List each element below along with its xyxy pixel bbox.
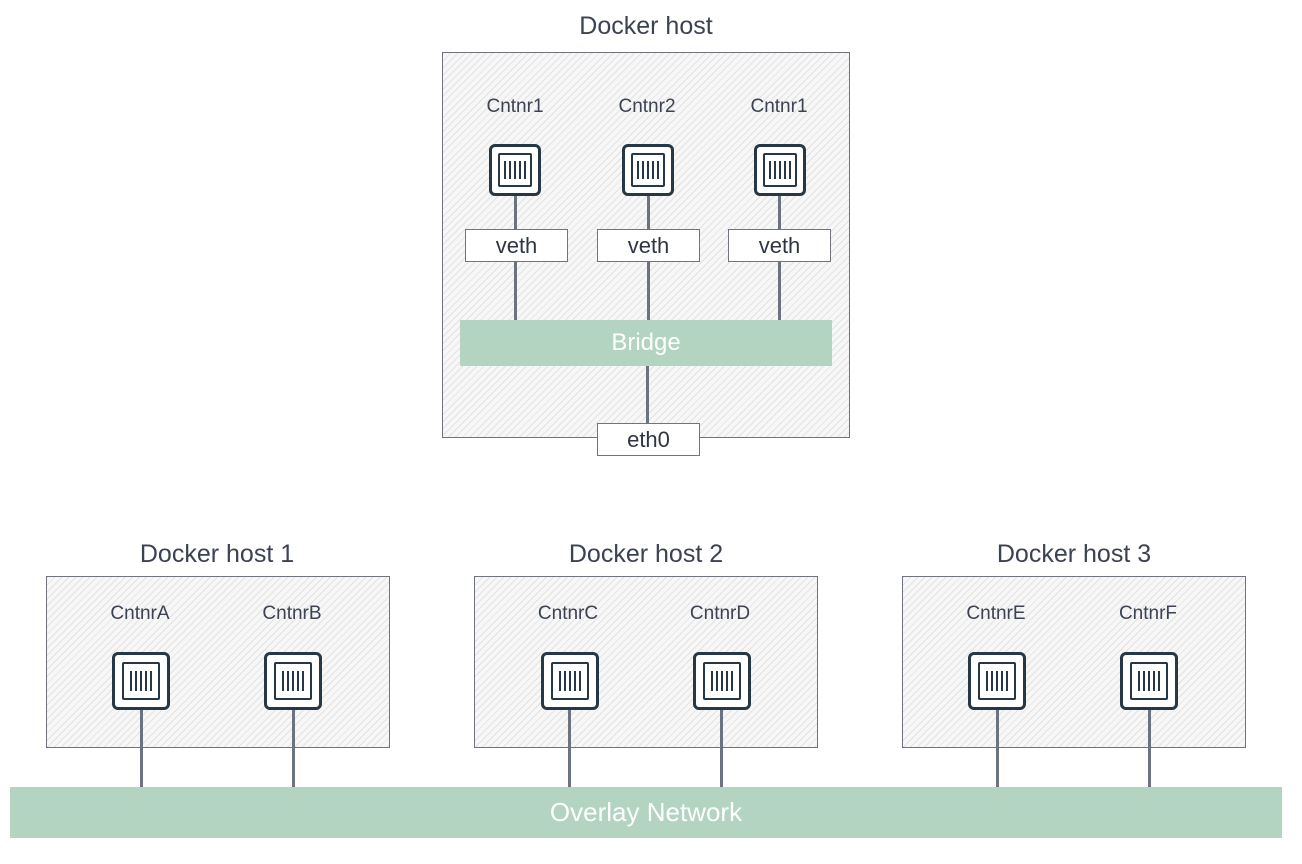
link-line [720, 710, 723, 787]
container-label: CntnrB [262, 603, 322, 624]
link-line [568, 710, 571, 787]
container-icon [693, 652, 751, 710]
veth-interface: veth [728, 229, 831, 262]
link-line [778, 262, 781, 320]
container-icon [622, 144, 674, 196]
docker-host-2-title: Docker host 2 [568, 540, 724, 568]
container-icon [754, 144, 806, 196]
container-label: CntnrD [689, 603, 751, 624]
overlay-network-band: Overlay Network [10, 787, 1282, 838]
link-line [778, 196, 781, 229]
eth0-interface: eth0 [597, 423, 700, 456]
link-line [647, 196, 650, 229]
container-label: CntnrF [1118, 603, 1178, 624]
docker-host-2-box [474, 576, 818, 748]
docker-host-1-title: Docker host 1 [139, 540, 295, 568]
container-label: Cntnr2 [618, 96, 676, 117]
docker-host-3-box [902, 576, 1246, 748]
link-line [647, 262, 650, 320]
link-line [514, 262, 517, 320]
link-line [996, 710, 999, 787]
link-line [140, 710, 143, 787]
container-label: CntnrC [537, 603, 599, 624]
link-line [646, 366, 649, 423]
container-icon [968, 652, 1026, 710]
docker-host-3-title: Docker host 3 [996, 540, 1152, 568]
container-label: Cntnr1 [486, 96, 544, 117]
container-icon [1120, 652, 1178, 710]
container-label: Cntnr1 [750, 96, 808, 117]
container-label: CntnrA [110, 603, 170, 624]
docker-host-1-box [46, 576, 390, 748]
veth-interface: veth [597, 229, 700, 262]
container-label: CntnrE [966, 603, 1026, 624]
container-icon [541, 652, 599, 710]
container-icon [112, 652, 170, 710]
link-line [292, 710, 295, 787]
veth-interface: veth [465, 229, 568, 262]
link-line [514, 196, 517, 229]
container-icon [489, 144, 541, 196]
bridge-band: Bridge [460, 320, 832, 366]
docker-host-title: Docker host [579, 12, 713, 40]
container-icon [264, 652, 322, 710]
link-line [1148, 710, 1151, 787]
